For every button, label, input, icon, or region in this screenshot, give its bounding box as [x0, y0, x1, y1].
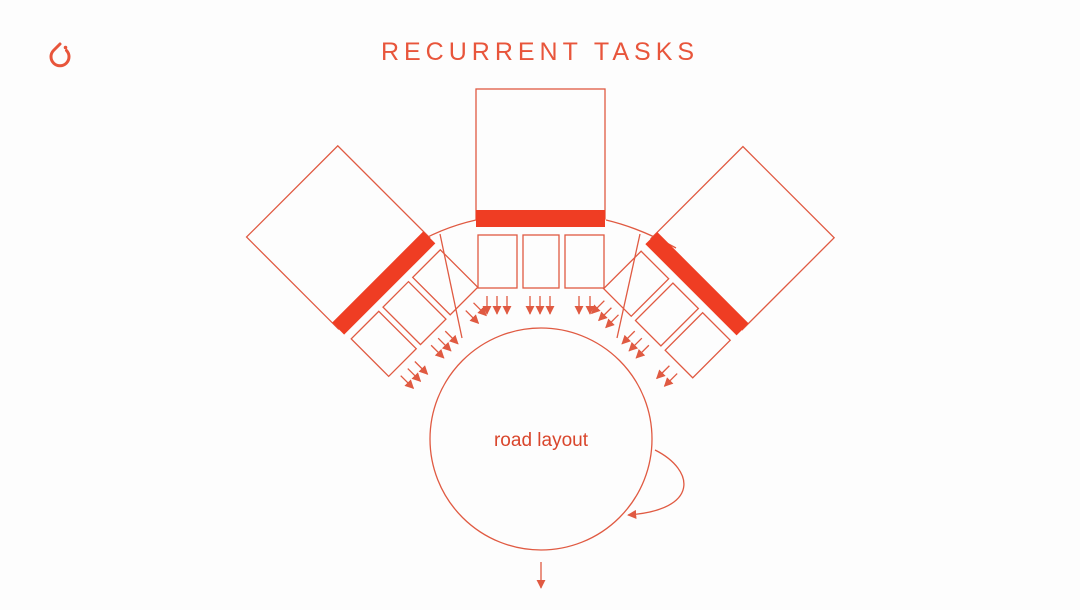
right-accent-bar	[645, 232, 749, 336]
right-task-box	[650, 145, 836, 331]
right-subtask-1	[602, 250, 670, 318]
left-output-arrows	[400, 302, 487, 390]
center-output-arrows	[482, 296, 595, 315]
right-branch	[590, 145, 836, 387]
fan-divider-left	[439, 233, 463, 339]
left-task-box	[245, 144, 431, 330]
center-subtask-1	[477, 234, 518, 289]
right-subtask-2	[634, 282, 700, 347]
road-layout-node	[429, 327, 653, 551]
left-subtask-3	[411, 248, 479, 316]
left-accent-bar	[332, 231, 436, 335]
left-subtask-2	[382, 280, 447, 346]
center-branch	[475, 88, 606, 315]
right-output-arrows	[590, 300, 678, 387]
left-branch	[245, 144, 487, 390]
center-subtask-2	[522, 234, 560, 289]
pytorch-flame-icon	[49, 42, 71, 68]
center-accent-bar	[476, 210, 605, 227]
center-task-box	[475, 88, 606, 220]
left-subtask-1	[350, 310, 418, 378]
road-layout-label: road layout	[494, 430, 589, 451]
fan-divider-right	[616, 233, 641, 339]
center-subtask-3	[564, 234, 605, 289]
feedback-loop-arrow	[627, 449, 685, 519]
slide-title: RECURRENT TASKS	[380, 38, 700, 66]
right-subtask-3	[664, 311, 732, 379]
